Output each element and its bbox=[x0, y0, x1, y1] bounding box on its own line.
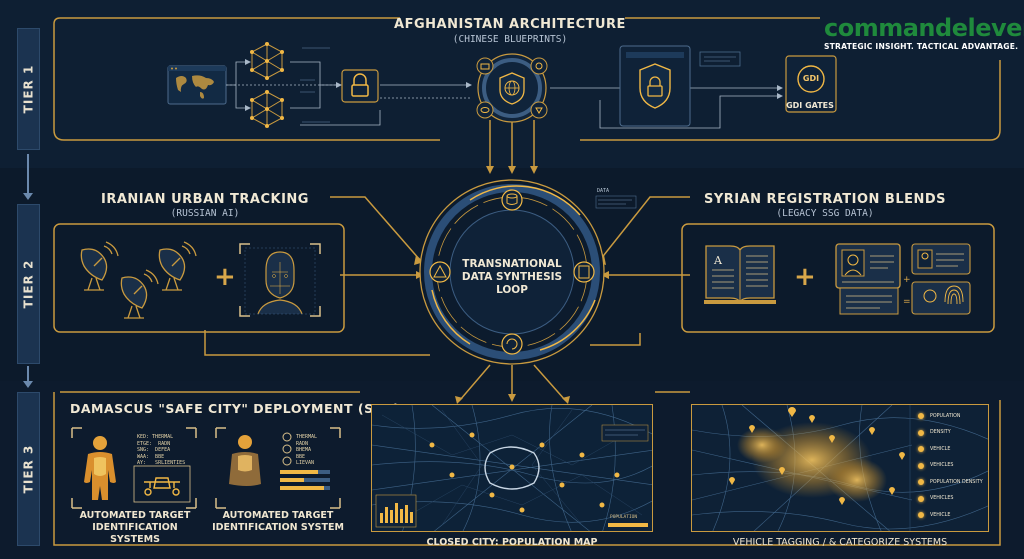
card2-readout: THERMAL RADN BHEMA BBE LIEVAN bbox=[296, 434, 318, 466]
map-pin-icon bbox=[729, 407, 905, 505]
logo-word-eleven: eleven bbox=[951, 14, 1024, 42]
tier2-left-title: IRANIAN URBAN TRACKING bbox=[101, 192, 309, 207]
legend-item: VEHICLE bbox=[918, 441, 984, 458]
svg-text:+: + bbox=[903, 275, 911, 285]
tier-arrow-1 bbox=[23, 154, 33, 200]
card1-caption: AUTOMATED TARGET IDENTIFICATION SYSTEMS bbox=[79, 510, 191, 545]
padlock-icon bbox=[341, 69, 379, 103]
tier1-subtitle: (CHINESE BLUEPRINTS) bbox=[452, 34, 568, 45]
legend-item: POPULATION bbox=[918, 408, 984, 425]
tier3-title: DAMASCUS "SAFE CITY" DEPLOYMENT (STG) bbox=[70, 401, 400, 416]
legend-item: DENSITY bbox=[918, 425, 984, 442]
map2-caption: VEHICLE TAGGING / & CATEGORIZE SYSTEMS bbox=[732, 537, 948, 548]
tier-3-tab: TIER 3 bbox=[17, 392, 40, 546]
plus-sign-left: + bbox=[214, 262, 236, 292]
tier2-right-subtitle: (LEGACY SSG DATA) bbox=[776, 208, 874, 219]
tier2-left-subtitle: (RUSSIAN AI) bbox=[170, 208, 240, 219]
plus-sign-right: + bbox=[794, 262, 816, 292]
gdi-badge: GDI bbox=[802, 74, 820, 83]
legend-item: VEHICLES bbox=[918, 458, 984, 475]
legend-item: VEHICLES bbox=[918, 491, 984, 508]
tier-arrow-2 bbox=[23, 366, 33, 388]
brand-tagline: STRATEGIC INSIGHT. TACTICAL ADVANTAGE. bbox=[824, 42, 1019, 51]
card-2 bbox=[215, 427, 341, 509]
brand-logo: commandeleven STRATEGIC INSIGHT. TACTICA… bbox=[824, 14, 1024, 51]
tier-2-tab: TIER 2 bbox=[17, 204, 40, 364]
gdi-gates-label: GDI GATES bbox=[786, 101, 834, 110]
svg-text:A: A bbox=[713, 254, 723, 267]
card1-readout: KED: THERMAL ETGE: RADN SNG: DEFEA WAA: … bbox=[137, 434, 186, 466]
legend-item: VEHICLE bbox=[918, 507, 984, 524]
logo-word-command: command bbox=[824, 14, 952, 42]
data-synthesis-loop bbox=[419, 179, 637, 365]
population-map: POPULATION bbox=[371, 404, 653, 532]
thermal-body-icon bbox=[84, 436, 116, 500]
card-1 bbox=[71, 427, 197, 509]
satellite-dish-icon bbox=[80, 241, 197, 319]
globe-shield-icon bbox=[476, 53, 548, 123]
svg-text:=: = bbox=[903, 297, 911, 307]
shield-icon bbox=[619, 45, 741, 127]
cycle-icon bbox=[501, 333, 523, 355]
vehicle-map-legend: POPULATION DENSITY VEHICLE VEHICLES POPU… bbox=[918, 408, 984, 524]
map1-population-tag: POPULATION bbox=[610, 515, 638, 520]
loop-label: TRANSNATIONAL DATA SYNTHESIS LOOP bbox=[461, 258, 563, 296]
face-scan-icon bbox=[239, 243, 321, 317]
tier1-diagram bbox=[167, 42, 837, 129]
vehicle-tagging-map bbox=[691, 404, 989, 532]
card2-caption: AUTOMATED TARGET IDENTIFICATION SYSTEM bbox=[212, 510, 344, 533]
fingerprint-icon bbox=[944, 285, 964, 305]
loop-data-tag: DATA bbox=[597, 188, 610, 194]
legend-item: POPULATION DENSITY bbox=[918, 474, 984, 491]
drone-icon bbox=[144, 477, 180, 496]
tier-1-tab: TIER 1 bbox=[17, 28, 40, 150]
tier2-right-title: SYRIAN REGISTRATION BLENDS bbox=[703, 192, 947, 207]
map1-caption: CLOSED CITY: POPULATION MAP bbox=[426, 537, 598, 548]
book-icon: A bbox=[704, 245, 776, 304]
tier1-title: AFGHANISTAN ARCHITECTURE bbox=[394, 17, 626, 32]
